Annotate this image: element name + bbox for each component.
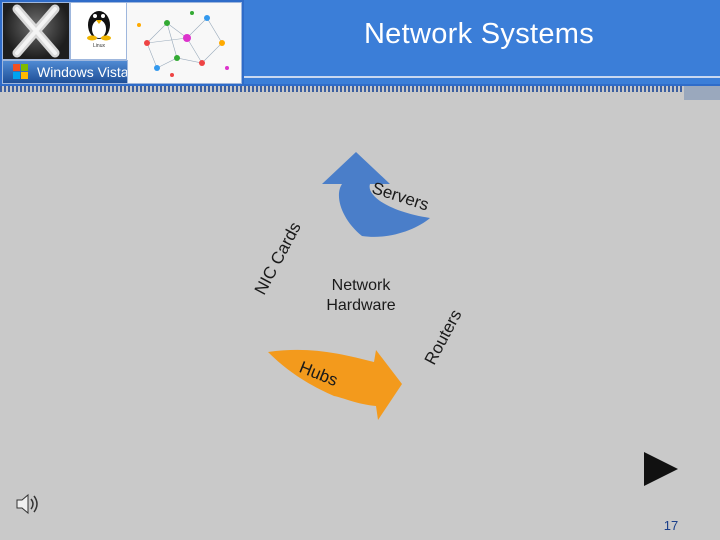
center-label: Network Hardware	[306, 276, 416, 316]
play-icon[interactable]	[644, 452, 678, 486]
center-label-line2: Hardware	[326, 297, 396, 314]
nic-cards-label: NIC Cards	[251, 219, 305, 298]
center-label-line1: Network	[331, 277, 391, 294]
hubs-arrow	[268, 349, 402, 420]
windows-vista-logo: Windows Vista	[2, 60, 128, 84]
header-dotted-rule	[0, 86, 720, 92]
page-number: 17	[663, 518, 679, 533]
routers-label: Routers	[421, 306, 466, 367]
servers-arrow	[322, 152, 430, 237]
speaker-icon[interactable]	[14, 490, 42, 518]
slide-title: Network Systems	[363, 18, 595, 50]
header-divider	[244, 76, 720, 78]
linux-tux-logo: Linux	[70, 2, 128, 60]
vista-label: Windows Vista	[37, 64, 128, 80]
tux-caption: Linux	[93, 43, 105, 49]
network-graph-image	[126, 2, 242, 84]
mac-os-x-logo	[2, 2, 70, 60]
network-hardware-cycle-diagram: Servers Hubs NIC Cards Routers	[251, 152, 466, 420]
header-title-area	[244, 0, 720, 84]
header-tab	[684, 86, 720, 100]
